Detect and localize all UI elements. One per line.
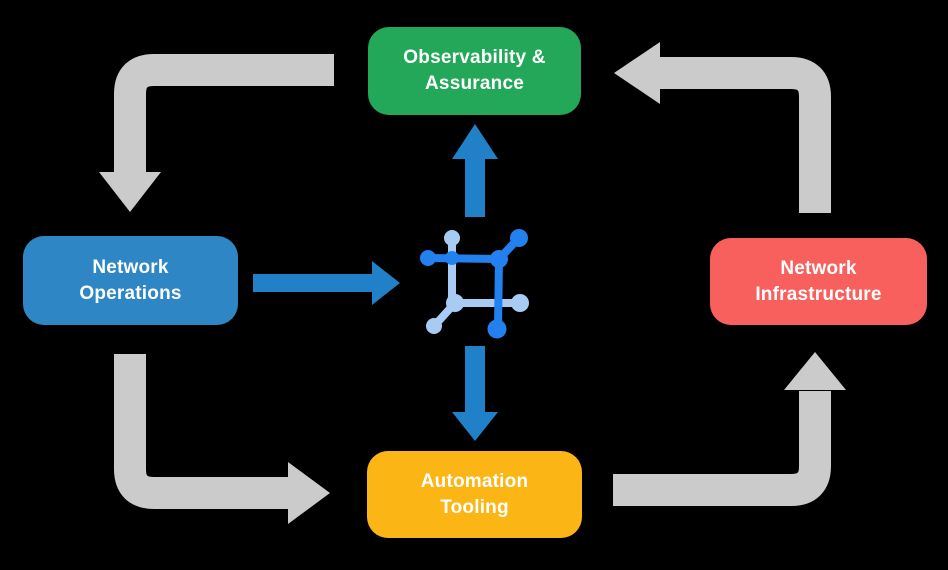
node-label-line: Network <box>92 256 169 278</box>
mesh-node-bottom <box>487 319 507 339</box>
arrowhead-up-icon <box>452 124 498 159</box>
arrow-shaft <box>613 391 831 506</box>
arrow-center-to-observability <box>452 124 498 217</box>
arrow-shaft <box>660 57 831 213</box>
arrow-infrastructure-to-observability <box>614 42 831 213</box>
mesh-node-left <box>420 250 436 266</box>
mesh-node-bottom-left <box>426 318 442 334</box>
arrow-automation-to-infrastructure <box>613 352 846 506</box>
arrowhead-down-icon <box>99 172 161 212</box>
mesh-node-top-right <box>510 229 528 247</box>
mesh-node-right <box>511 294 529 312</box>
node-label-line: Observability & <box>403 47 546 68</box>
arrowhead-right-icon <box>372 261 400 305</box>
arrowhead-up-icon <box>784 352 846 390</box>
node-label-line: Network <box>780 257 857 279</box>
node-label-line: Assurance <box>425 73 524 94</box>
mesh-node-top <box>444 230 460 246</box>
node-label-line: Automation <box>420 470 529 492</box>
arrow-operations-to-automation <box>114 354 330 524</box>
node-automation-tooling: Automation Tooling <box>367 451 582 538</box>
node-network-operations: Network Operations <box>23 236 238 325</box>
node-network-infrastructure: Network Infrastructure <box>710 238 927 325</box>
mesh-junction-top-right <box>490 250 508 268</box>
arrowhead-left-icon <box>614 42 660 104</box>
arrow-operations-to-center <box>253 261 400 305</box>
mesh-light-layer <box>426 230 529 334</box>
node-label-line: Operations <box>79 282 182 304</box>
arrowhead-right-icon <box>288 462 330 524</box>
mesh-junction-bottom-left <box>446 294 464 312</box>
arrow-center-to-automation <box>452 346 498 441</box>
mesh-dark-layer <box>420 229 528 339</box>
node-observability-assurance: Observability & Assurance <box>368 27 581 115</box>
mesh-right-edge <box>494 258 503 328</box>
arrowhead-down-icon <box>452 412 498 441</box>
mesh-top-edge <box>428 254 500 263</box>
network-mesh-icon <box>420 229 529 339</box>
node-label-line: Tooling <box>440 496 509 518</box>
mesh-junction-top-left <box>445 251 459 265</box>
node-label-line: Infrastructure <box>755 283 882 305</box>
arrow-shaft <box>114 354 288 509</box>
arrow-shaft <box>114 54 334 174</box>
arrow-observability-to-operations <box>99 54 334 212</box>
